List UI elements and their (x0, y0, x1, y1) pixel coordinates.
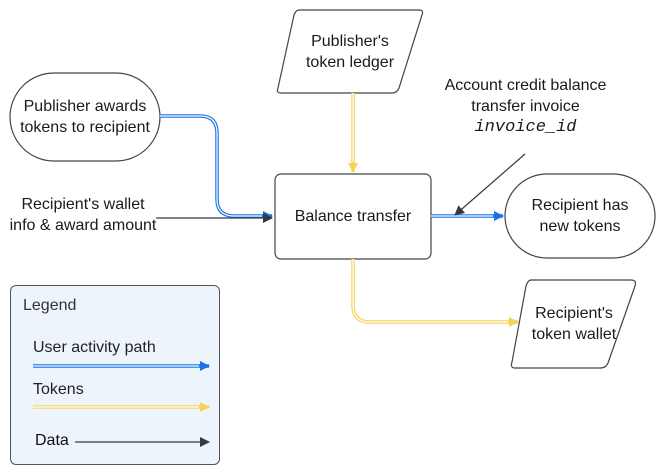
publisher-awards-label: Publisher awards tokens to recipient (20, 98, 150, 136)
tokens-arrow-wallet (351, 259, 519, 327)
invoice-id: invoice_id (474, 118, 577, 137)
legend-title: Legend (23, 297, 77, 314)
recipient-new-tokens-node (504, 173, 656, 259)
data-arrow-invoice (454, 153, 526, 216)
user-path-arrow-1 (160, 114, 273, 221)
legend-user-path-label: User activity path (33, 339, 156, 356)
recipient-new-tokens-label: Recipient has new tokens (531, 197, 629, 235)
invoice-line-1: Account credit balance (444, 77, 607, 94)
recipient-wallet-node (510, 279, 637, 369)
legend: Legend User activity path Tokens Data (10, 285, 220, 465)
legend-tokens-label: Tokens (33, 381, 84, 398)
publisher-ledger-label: Publisher's token ledger (305, 32, 395, 71)
wallet-info-annotation: Recipient's wallet info & award amount (9, 196, 157, 234)
publisher-ledger-node (276, 9, 424, 94)
invoice-line-2: transfer invoice (471, 98, 580, 115)
invoice-annotation: Account credit balance transfer invoice … (418, 75, 633, 138)
balance-transfer-label: Balance transfer (294, 208, 412, 225)
legend-swatches (33, 361, 210, 447)
legend-data-label: Data (35, 432, 69, 449)
recipient-wallet-label: Recipient's token wallet (531, 305, 617, 343)
